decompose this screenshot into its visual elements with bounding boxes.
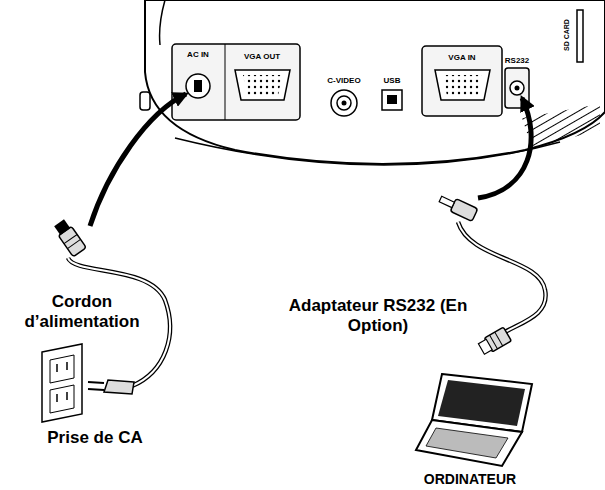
side-knob — [140, 92, 150, 110]
arrow-power — [90, 94, 186, 226]
rs232-cable-inner — [458, 222, 546, 332]
device-body — [145, 0, 605, 164]
vga-out-port — [235, 70, 290, 100]
rs232-plug — [437, 193, 477, 222]
panel-vga-in — [422, 46, 502, 116]
computer-label: ORDINATEUR — [424, 471, 516, 487]
laptop — [416, 374, 532, 466]
c-video-ring — [337, 96, 351, 110]
panel-divider — [225, 44, 226, 120]
power-connector — [53, 218, 87, 257]
vga-in-pins — [443, 75, 482, 96]
rs232-cable-outer — [458, 222, 546, 332]
wall-outlet — [42, 344, 82, 422]
port-label: AC IN — [187, 50, 209, 59]
port-label: VGA OUT — [244, 52, 280, 61]
usb-tongue — [387, 95, 397, 104]
vga-in-port — [435, 70, 490, 100]
c-video-jack — [331, 90, 357, 116]
arrow-rs232 — [478, 98, 531, 198]
ac-in-socket — [186, 74, 210, 98]
usb-port — [382, 90, 402, 110]
vga-out-pins — [243, 75, 282, 96]
device-base — [175, 138, 560, 165]
panel-left — [172, 44, 300, 120]
cable-label: Adaptateur RS232 (En Option) — [288, 296, 468, 335]
rs232-pin — [515, 86, 520, 91]
port-label: RS232 — [505, 56, 529, 65]
c-video-pin — [342, 101, 347, 106]
wall-plug — [88, 380, 134, 394]
port-label: VGA IN — [448, 53, 475, 62]
sd-slot — [577, 10, 583, 62]
device-edge — [160, 0, 165, 45]
cable-label: Cordon d’alimentation — [20, 292, 144, 331]
port-label: USB — [384, 76, 401, 85]
outlet-label: Prise de CA — [47, 428, 142, 448]
ac-in-pin — [194, 80, 202, 92]
port-label: C-VIDEO — [327, 76, 360, 85]
usb-plug — [477, 327, 511, 356]
rs232-jack — [510, 81, 524, 95]
vents — [522, 104, 600, 148]
slot-label: SD CARD — [563, 19, 571, 51]
